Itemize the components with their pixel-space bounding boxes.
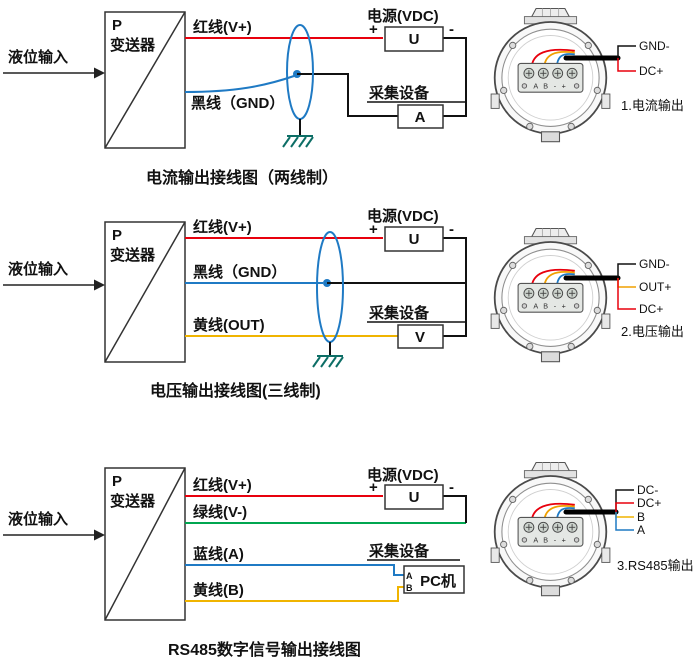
collector-label: 采集设备: [368, 304, 430, 322]
plus-sign: +: [369, 221, 378, 238]
pin-label-a: A: [637, 523, 645, 537]
power-label: 电源(VDC): [367, 7, 439, 25]
power-supply-box: [384, 26, 444, 52]
yellow-wire-label: 黄线(OUT): [193, 316, 265, 334]
yellow-wire-label: 黄线(B): [193, 581, 244, 599]
black-wire-label: 黑线（GND）: [191, 94, 284, 112]
section-current-output: 液位输入 P 变送器 红线(V+) 黑线（GND） 电源(VDC) U + - …: [3, 7, 684, 187]
pin-wire-gnd: [617, 45, 636, 58]
transmitter-name-label: 变送器: [110, 246, 156, 264]
power-unit-label: U: [409, 231, 420, 248]
red-wire-label: 红线(V+): [193, 218, 252, 236]
pin-label-dcneg: DC-: [637, 483, 658, 497]
transmitter-p-label: P: [112, 17, 122, 34]
pin-wire-a: [615, 512, 634, 531]
pin-wire-dcpos: [615, 502, 634, 512]
pin-wire-gnd: [617, 263, 636, 278]
section-rs485-output: 液位输入 P 变送器 红线(V+) 绿线(V-) 蓝线(A) 黄线(B) 电源(…: [3, 461, 694, 659]
minus-sign: -: [449, 479, 454, 496]
head-caption: 1.电流输出: [621, 98, 684, 113]
transmitter-p-label: P: [112, 473, 122, 490]
section-caption: RS485数字信号输出接线图: [168, 640, 361, 659]
device-head-3: [490, 461, 611, 597]
transmitter-name-label: 变送器: [110, 492, 156, 510]
minus-sign: -: [449, 21, 454, 38]
collector-unit-label: A: [415, 109, 426, 126]
red-wire-label: 红线(V+): [193, 18, 252, 36]
shield-ellipse: [316, 231, 344, 343]
ground-symbol: [282, 135, 314, 148]
collector-label: 采集设备: [368, 542, 430, 560]
power-unit-label: U: [409, 489, 420, 506]
port-a-label: A: [406, 571, 413, 581]
pin-wire-dc: [617, 58, 636, 72]
device-head-2: [490, 227, 611, 363]
pin-label-dc: DC+: [639, 302, 663, 316]
port-b-label: B: [406, 583, 413, 593]
power-return-wire: [443, 237, 467, 337]
black-gnd-wire: [184, 75, 295, 93]
minus-sign: -: [449, 221, 454, 238]
collector-box: [397, 104, 444, 129]
input-label: 液位输入: [8, 510, 68, 528]
section-caption: 电压输出接线图(三线制): [150, 381, 321, 400]
plus-sign: +: [369, 21, 378, 38]
pin-label-out: OUT+: [639, 280, 671, 294]
input-arrow-head: [94, 529, 105, 541]
collector-box: [397, 324, 444, 349]
input-arrow-head: [94, 67, 105, 79]
pc-label: PC机: [420, 572, 456, 590]
pin-label-b: B: [637, 510, 645, 524]
pin-wire-dc: [617, 278, 636, 310]
power-unit-label: U: [409, 31, 420, 48]
pin-wire-b: [615, 512, 634, 518]
input-label: 液位输入: [8, 48, 68, 66]
collector-label: 采集设备: [368, 84, 430, 102]
red-wire-label: 红线(V+): [193, 476, 252, 494]
head-caption: 2.电压输出: [621, 324, 684, 339]
power-label: 电源(VDC): [367, 466, 439, 484]
input-arrow-head: [94, 279, 105, 291]
yellow-wire-b: [185, 586, 404, 602]
section-voltage-output: 液位输入 P 变送器 红线(V+) 黑线（GND） 黄线(OUT) 电源(VDC…: [3, 207, 684, 400]
plus-sign: +: [369, 479, 378, 496]
pin-label-gnd: GND-: [639, 257, 670, 271]
transmitter-p-label: P: [112, 227, 122, 244]
transmitter-diagonal: [104, 467, 186, 621]
power-label: 电源(VDC): [367, 207, 439, 225]
blue-wire-label: 蓝线(A): [193, 545, 244, 563]
pin-label-dc: DC+: [639, 64, 663, 78]
ground-symbol: [312, 355, 344, 368]
head-caption: 3.RS485输出: [617, 558, 694, 573]
pc-box: [403, 565, 465, 594]
pin-label-gnd: GND-: [639, 39, 670, 53]
power-supply-box: [384, 226, 444, 252]
green-wire-label: 绿线(V-): [193, 503, 247, 521]
power-return-wire: [443, 495, 467, 523]
transmitter-name-label: 变送器: [110, 36, 156, 54]
power-return-wire: [443, 37, 467, 117]
blue-wire-a: [185, 564, 404, 576]
power-supply-box: [384, 484, 444, 510]
transmitter-diagonal: [104, 221, 186, 363]
pin-wire-out: [617, 278, 636, 288]
gnd-to-collector-wire: [297, 73, 398, 117]
section-caption: 电流输出接线图（两线制）: [146, 168, 338, 187]
device-head-1: [490, 7, 611, 143]
collector-unit-label: V: [415, 329, 425, 346]
input-label: 液位输入: [8, 260, 68, 278]
pin-wire-dcneg: [615, 489, 634, 512]
pin-label-dcpos: DC+: [637, 496, 661, 510]
black-wire-label: 黑线（GND）: [193, 263, 286, 281]
transmitter-diagonal: [104, 11, 186, 149]
